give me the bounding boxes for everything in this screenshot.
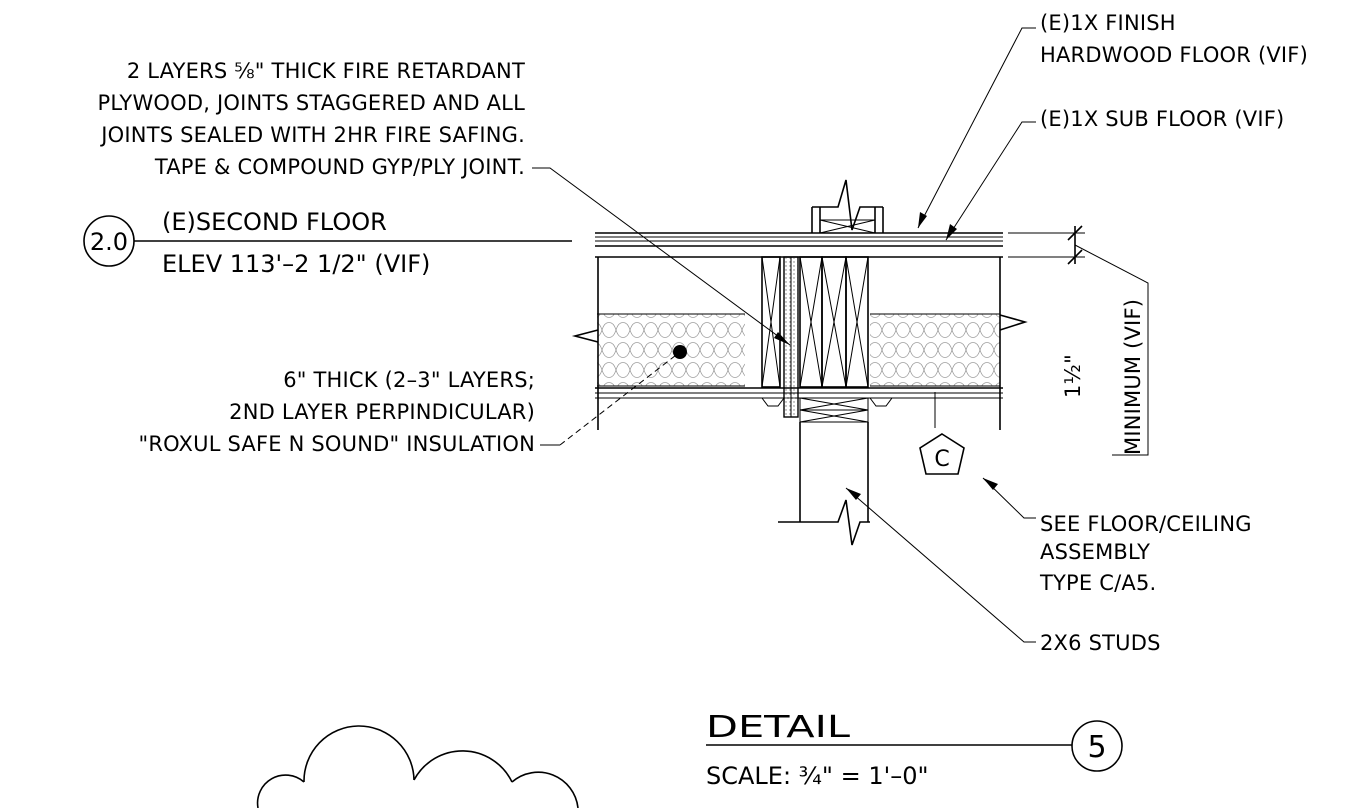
leader-finish-floor	[917, 27, 1036, 229]
note-studs: 2X6 STUDS	[845, 487, 1161, 655]
note-insulation: 6" THICK (2–3" LAYERS; 2ND LAYER PERPIND…	[139, 345, 687, 456]
note-studs-text: 2X6 STUDS	[1040, 631, 1161, 655]
leader-sub-floor	[945, 121, 1036, 241]
detail-title-block: DETAIL 5 SCALE: ¾" = 1'–0"	[706, 710, 1123, 790]
assembly-tag-letter: C	[934, 447, 949, 472]
note-insulation-line-1: 6" THICK (2–3" LAYERS;	[283, 368, 535, 392]
note-plywood-line-2: PLYWOOD, JOINTS STAGGERED AND ALL	[97, 91, 525, 115]
detail-number: 5	[1087, 730, 1106, 765]
note-assembly-line-3: TYPE C/A5.	[1039, 571, 1156, 595]
note-plywood-line-3: JOINTS SEALED WITH 2HR FIRE SAFING.	[99, 123, 525, 147]
note-insulation-line-2: 2ND LAYER PERPINDICULAR)	[229, 400, 535, 424]
level-elevation: ELEV 113'–2 1/2" (VIF)	[162, 250, 430, 278]
level-marker: 2.0 (E)SECOND FLOOR ELEV 113'–2 1/2" (VI…	[83, 208, 572, 278]
leader-assembly	[982, 477, 1036, 519]
level-name: (E)SECOND FLOOR	[162, 208, 387, 236]
note-insulation-line-3: "ROXUL SAFE N SOUND" INSULATION	[139, 432, 535, 456]
note-finish-floor: (E)1X FINISH HARDWOOD FLOOR (VIF)	[917, 11, 1308, 229]
note-plywood: 2 LAYERS ⅝" THICK FIRE RETARDANT PLYWOOD…	[97, 59, 791, 346]
leader-studs	[845, 487, 1036, 643]
dimension-label: MINIMUM (VIF)	[1121, 299, 1145, 455]
note-finish-floor-line-2: HARDWOOD FLOOR (VIF)	[1040, 43, 1308, 67]
floor-section	[571, 179, 1028, 546]
detail-title: DETAIL	[706, 710, 850, 745]
note-assembly-line-1: SEE FLOOR/CEILING	[1040, 512, 1252, 536]
note-sub-floor: (E)1X SUB FLOOR (VIF)	[945, 107, 1284, 241]
note-assembly-line-2: ASSEMBLY	[1040, 540, 1150, 564]
leader-plywood	[532, 167, 791, 346]
note-sub-floor-text: (E)1X SUB FLOOR (VIF)	[1040, 107, 1284, 131]
level-tag: 2.0	[90, 228, 128, 256]
assembly-tag-pentagon	[919, 433, 965, 475]
dimension-minimum: 1½" MINIMUM (VIF)	[1008, 225, 1149, 456]
detail-number-circle	[1071, 720, 1123, 772]
note-plywood-line-1: 2 LAYERS ⅝" THICK FIRE RETARDANT	[127, 59, 525, 83]
revision-cloud	[256, 725, 579, 808]
note-assembly: SEE FLOOR/CEILING ASSEMBLY TYPE C/A5. C	[919, 392, 1252, 595]
note-plywood-line-4: TAPE & COMPOUND GYP/PLY JOINT.	[154, 155, 525, 179]
dimension-value: 1½"	[1061, 354, 1085, 398]
detail-scale: SCALE: ¾" = 1'–0"	[706, 762, 929, 790]
note-finish-floor-line-1: (E)1X FINISH	[1040, 11, 1176, 35]
insulation-left	[597, 314, 745, 386]
insulation-right	[870, 314, 1000, 386]
blocking-left	[761, 256, 781, 388]
